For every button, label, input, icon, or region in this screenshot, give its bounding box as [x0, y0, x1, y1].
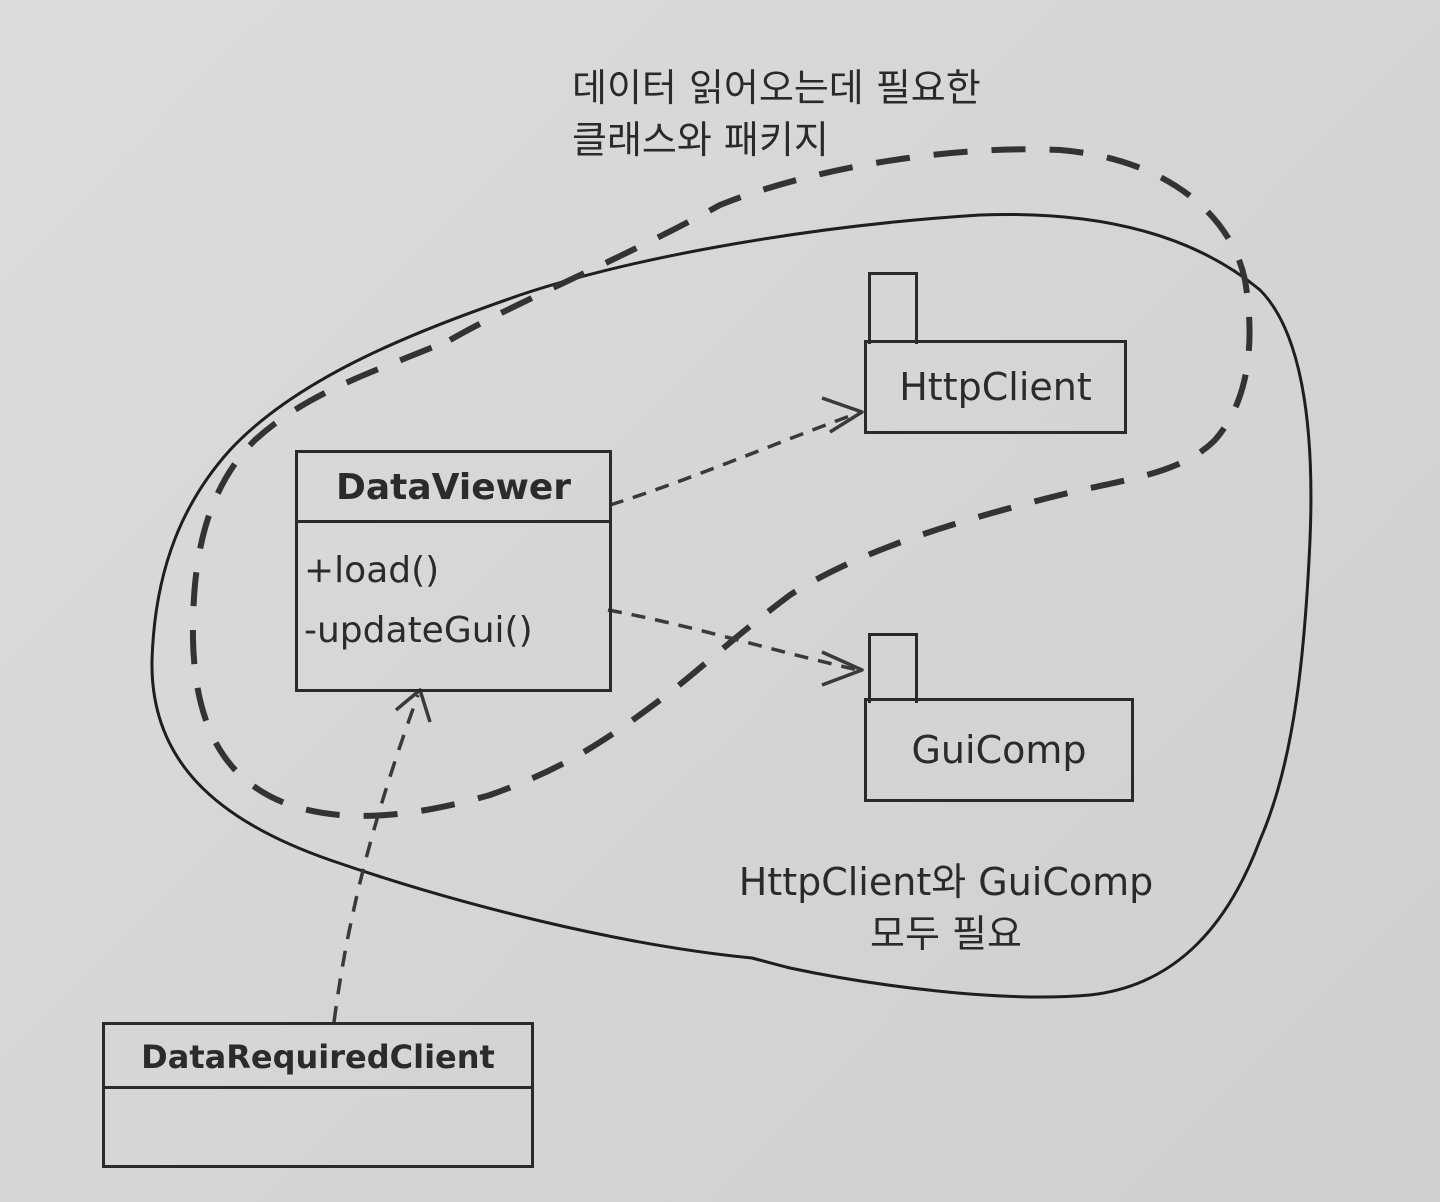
arrowhead-httpclient	[821, 396, 864, 434]
annotation-loading-line2: 클래스와 패키지	[572, 118, 829, 162]
dataviewer-class-name: DataViewer	[298, 453, 609, 523]
dependency-arrow-guicomp	[607, 608, 859, 672]
annotation-loading: 데이터 읽어오는데 필요한 클래스와 패키지	[572, 62, 981, 166]
annotation-loading-line1: 데이터 읽어오는데 필요한	[572, 66, 981, 110]
annotation-both-needed-line2: 모두 필요	[870, 912, 1022, 956]
datarequiredclient-class[interactable]: DataRequiredClient	[102, 1022, 534, 1168]
dataviewer-class[interactable]: DataViewer +load() -updateGui()	[295, 450, 612, 692]
operation-load: +load()	[304, 550, 440, 591]
arrowhead-dataviewer	[394, 688, 432, 723]
dependency-arrow-httpclient	[609, 411, 859, 507]
annotation-both-needed-line1: HttpClient와 GuiComp	[738, 860, 1154, 904]
datarequiredclient-class-name: DataRequiredClient	[105, 1025, 531, 1089]
dashed-boundary-outline	[189, 146, 1253, 819]
httpclient-package-body: HttpClient	[864, 340, 1127, 434]
httpclient-package-name: HttpClient	[899, 365, 1092, 409]
httpclient-package-tab	[868, 272, 918, 344]
annotation-both-needed: HttpClient와 GuiComp 모두 필요	[716, 856, 1176, 960]
dependency-arrow-dataviewer	[332, 694, 420, 1023]
guicomp-package-body: GuiComp	[864, 698, 1134, 802]
operation-updategui: -updateGui()	[304, 610, 533, 651]
guicomp-package-tab	[868, 633, 918, 703]
arrowhead-guicomp	[821, 650, 864, 687]
solid-boundary-outline	[150, 212, 1313, 999]
guicomp-package-name: GuiComp	[911, 728, 1087, 772]
